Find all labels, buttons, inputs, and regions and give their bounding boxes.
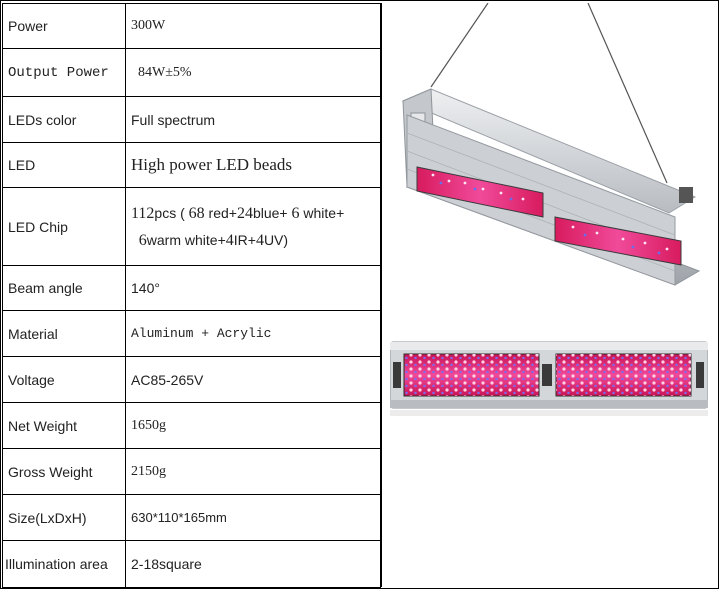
table-row: Power 300W <box>2 3 381 49</box>
table-row: LED High power LED beads <box>2 142 381 188</box>
spec-value: 1650g <box>125 402 381 449</box>
spec-value: 112pcs ( 68 red+24blue+ 6 white+ 6warm w… <box>125 187 381 266</box>
table-row: Size(LxDxH) 630*110*165mm <box>2 494 381 541</box>
spec-key: LED Chip <box>2 187 126 266</box>
spec-value: 2150g <box>125 448 381 495</box>
table-row: Voltage AC85-265V <box>2 356 381 403</box>
spec-table: Power 300W Output Power 84W±5% LEDs colo… <box>2 3 381 588</box>
table-row: Gross Weight 2150g <box>2 448 381 495</box>
spec-key: Power <box>2 3 126 49</box>
spec-key: Output Power <box>2 48 126 97</box>
spec-key: Size(LxDxH) <box>2 494 126 541</box>
product-photo-angled <box>401 3 701 286</box>
column-divider <box>381 3 382 587</box>
table-row: Net Weight 1650g <box>2 402 381 449</box>
spec-key: Illumination area <box>2 540 126 588</box>
spec-key: Beam angle <box>2 265 126 311</box>
spec-key: Gross Weight <box>2 448 126 495</box>
spec-value: 140° <box>125 265 381 311</box>
table-row: LED Chip 112pcs ( 68 red+24blue+ 6 white… <box>2 187 381 266</box>
table-row: Output Power 84W±5% <box>2 48 381 97</box>
table-row: Beam angle 140° <box>2 265 381 311</box>
spec-value: 2-18square <box>125 540 381 588</box>
table-row: Material Aluminum + Acrylic <box>2 310 381 357</box>
spec-key: Material <box>2 310 126 357</box>
spec-value: AC85-265V <box>125 356 381 403</box>
spec-key: Net Weight <box>2 402 126 449</box>
spec-key: LED <box>2 142 126 188</box>
table-row: LEDs color Full spectrum <box>2 96 381 143</box>
spec-value: High power LED beads <box>125 142 381 188</box>
spec-value: 84W±5% <box>125 48 381 97</box>
spec-value: 300W <box>125 3 381 49</box>
spec-key: Voltage <box>2 356 126 403</box>
spec-value: 630*110*165mm <box>125 494 381 541</box>
spec-value: Full spectrum <box>125 96 381 143</box>
spec-key: LEDs color <box>2 96 126 143</box>
spec-value: Aluminum + Acrylic <box>125 310 381 357</box>
table-row: Illumination area 2-18square <box>2 540 381 588</box>
product-photo-front <box>390 341 708 416</box>
